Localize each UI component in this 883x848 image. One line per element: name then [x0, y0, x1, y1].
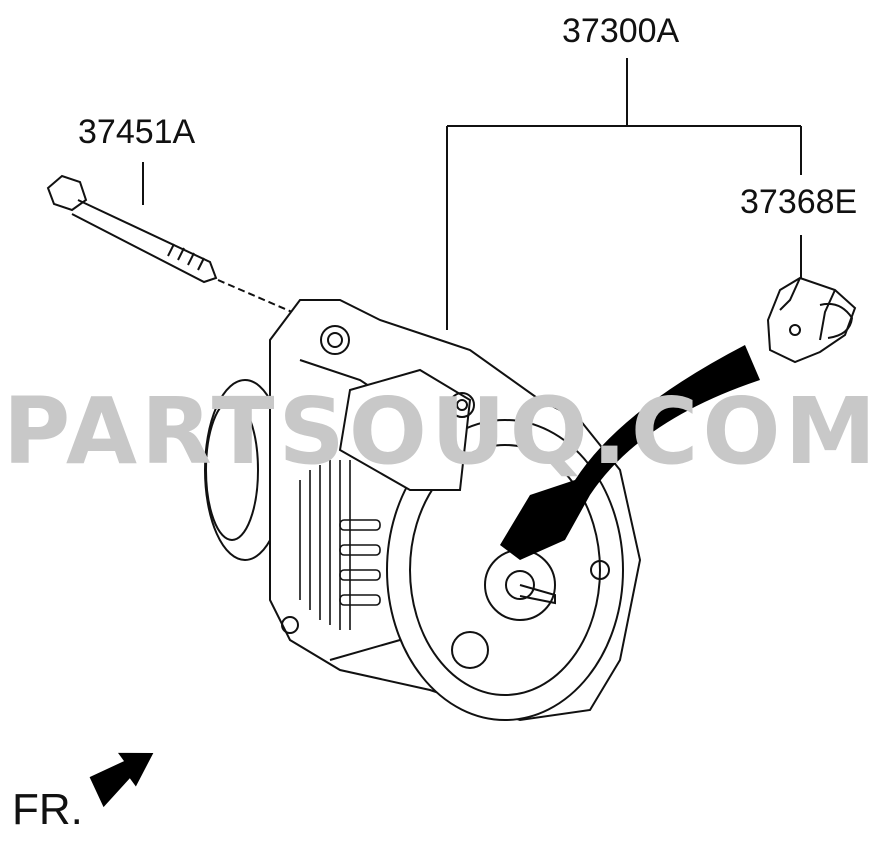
callout-37300A: 37300A — [562, 12, 680, 50]
callout-37368E: 37368E — [740, 183, 858, 221]
alternator-part — [204, 299, 642, 722]
leader-lines — [142, 58, 802, 330]
pointer-swoosh — [500, 345, 760, 560]
connector-part — [766, 276, 857, 364]
callout-37451A: 37451A — [78, 113, 196, 151]
front-arrow-icon — [89, 752, 154, 808]
bolt-part — [46, 174, 218, 284]
front-direction-label: FR. — [12, 785, 83, 834]
